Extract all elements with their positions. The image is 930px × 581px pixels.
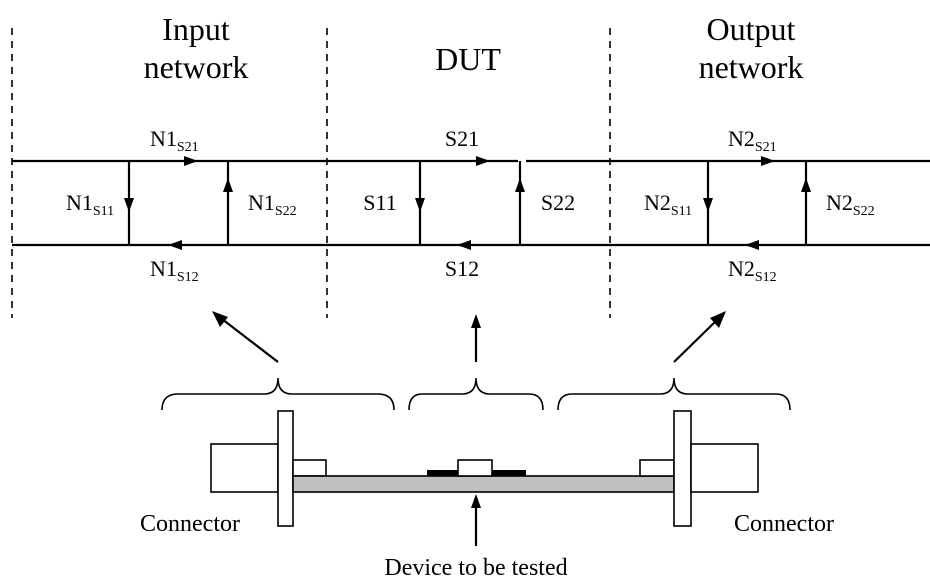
arrow-left-icon	[745, 240, 759, 250]
connector-flange-left	[277, 410, 294, 527]
arrow-down-icon	[415, 198, 425, 212]
test-fixture	[210, 410, 759, 527]
arrow-up-right-icon	[710, 311, 726, 328]
brace-dut	[408, 377, 544, 411]
connector-pin-left	[292, 459, 327, 477]
label-n2-s11: N2S11	[644, 190, 692, 219]
connector-flange-right	[673, 410, 692, 527]
arrow-down-icon	[703, 198, 713, 212]
arrow-left-icon	[457, 240, 471, 250]
header-dut: DUT	[435, 41, 501, 77]
arrow-right-icon	[184, 156, 198, 166]
pointer-to-input	[221, 318, 279, 363]
connector-body-right	[690, 443, 759, 493]
arrow-up-icon	[515, 178, 525, 192]
caption-device: Device to be tested	[384, 555, 567, 581]
connector-body-left	[210, 443, 279, 493]
pointer-to-output	[673, 320, 717, 363]
label-n2-s21: N2S21	[728, 126, 777, 155]
arrow-right-icon	[476, 156, 490, 166]
label-n2-s22: N2S22	[826, 190, 875, 219]
arrow-right-icon	[761, 156, 775, 166]
label-n1-s21: N1S21	[150, 126, 199, 155]
substrate	[292, 475, 675, 493]
connector-pin-right	[639, 459, 675, 477]
label-n1-s11: N1S11	[66, 190, 114, 219]
arrow-up-icon	[223, 178, 233, 192]
arrow-up-icon	[801, 178, 811, 192]
header-output-line1: Output	[707, 11, 796, 47]
label-s12: S12	[445, 256, 479, 281]
brace-input	[161, 377, 395, 411]
arrow-down-icon	[124, 198, 134, 212]
header-input-line1: Input	[162, 11, 230, 47]
caption-connector-left: Connector	[140, 511, 240, 537]
arrow-up-icon	[471, 494, 481, 508]
arrow-left-icon	[168, 240, 182, 250]
device-chip	[457, 459, 493, 477]
arrow-up-left-icon	[212, 311, 228, 327]
caption-connector-right: Connector	[734, 511, 834, 537]
header-output-line2: network	[699, 49, 804, 85]
header-input-line2: network	[144, 49, 249, 85]
arrow-up-icon	[471, 314, 481, 328]
label-n1-s22: N1S22	[248, 190, 297, 219]
label-n2-s12: N2S12	[728, 256, 777, 285]
label-n1-s12: N1S12	[150, 256, 199, 285]
brace-output	[557, 377, 791, 411]
label-s22: S22	[541, 190, 575, 215]
label-s21: S21	[445, 126, 479, 151]
label-s11: S11	[363, 190, 396, 215]
